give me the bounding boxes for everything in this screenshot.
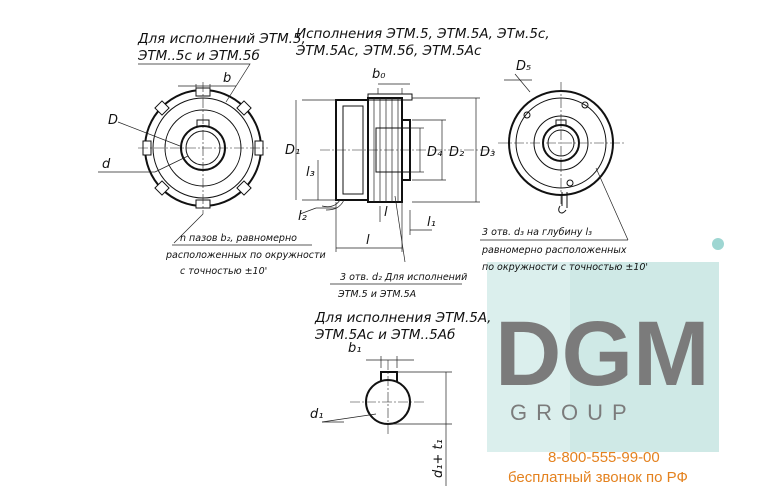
bottom-note-line2: ЭТМ.5Ас и ЭТМ..5Аб [314, 327, 455, 343]
watermark-logo: DGM [495, 303, 710, 405]
dim-D5: D₅ [516, 59, 531, 74]
dim-D3: D₃ [480, 145, 495, 160]
hub-detail-view [321, 356, 452, 486]
slots-note-line3: с точностью ±10' [180, 266, 267, 277]
dgm-watermark: DGM GROUP [487, 238, 724, 452]
right-note-line1: 3 отв. d₃ на глубину l₃ [482, 227, 592, 238]
note-left-leader [138, 63, 251, 103]
dim-b1: b₁ [348, 341, 361, 356]
right-note-line3: по окружности с точностью ±10' [482, 262, 648, 273]
holes-note-line1: 3 отв. d₂ Для исполнений [340, 272, 467, 283]
left-end-view [98, 82, 268, 244]
dim-l3: l₃ [306, 165, 315, 180]
dim-D4: D₄ [427, 145, 443, 160]
dim-d1: d₁ [310, 407, 323, 422]
dim-l-short: l [384, 205, 388, 220]
holes-note-line2: ЭТМ.5 и ЭТМ.5А [337, 289, 416, 300]
dim-d: d [102, 157, 111, 172]
dim-l: l [366, 233, 370, 248]
watermark-subtitle: GROUP [510, 400, 636, 425]
dim-D: D [108, 113, 118, 128]
dim-b0: b₀ [372, 67, 386, 82]
note-mid-top-line2: ЭТМ.5Ас, ЭТМ.5б, ЭТМ.5Ас [295, 43, 482, 59]
slots-note-line1: n пазов b₂, равномерно [180, 233, 297, 244]
dim-b: b [223, 71, 231, 86]
dim-D1: D₁ [285, 143, 300, 158]
side-section-view [295, 83, 495, 263]
phone-number[interactable]: 8-800-555-99-00 [548, 449, 660, 466]
dim-l1: l₁ [427, 215, 436, 230]
bottom-note-line1: Для исполнения ЭТМ.5А, [314, 310, 491, 326]
right-note-line2: равномерно расположенных [481, 245, 627, 256]
note-left-top-line2: ЭТМ..5с и ЭТМ.5б [137, 48, 260, 64]
dim-D2: D₂ [449, 145, 464, 160]
phone-tagline: бесплатный звонок по РФ [508, 469, 688, 486]
dim-d1-plus-t1: d₁+ t₁ [431, 439, 446, 478]
note-mid-top-line1: Исполнения ЭТМ.5, ЭТМ.5А, ЭТм.5с, [296, 26, 550, 42]
note-left-top-line1: Для исполнений ЭТМ.5, [137, 31, 306, 47]
dim-l2: l₂ [298, 209, 307, 224]
watermark-dot [712, 238, 724, 250]
right-end-view [480, 73, 629, 241]
slots-note-line2: расположенных по окружности [165, 250, 326, 261]
